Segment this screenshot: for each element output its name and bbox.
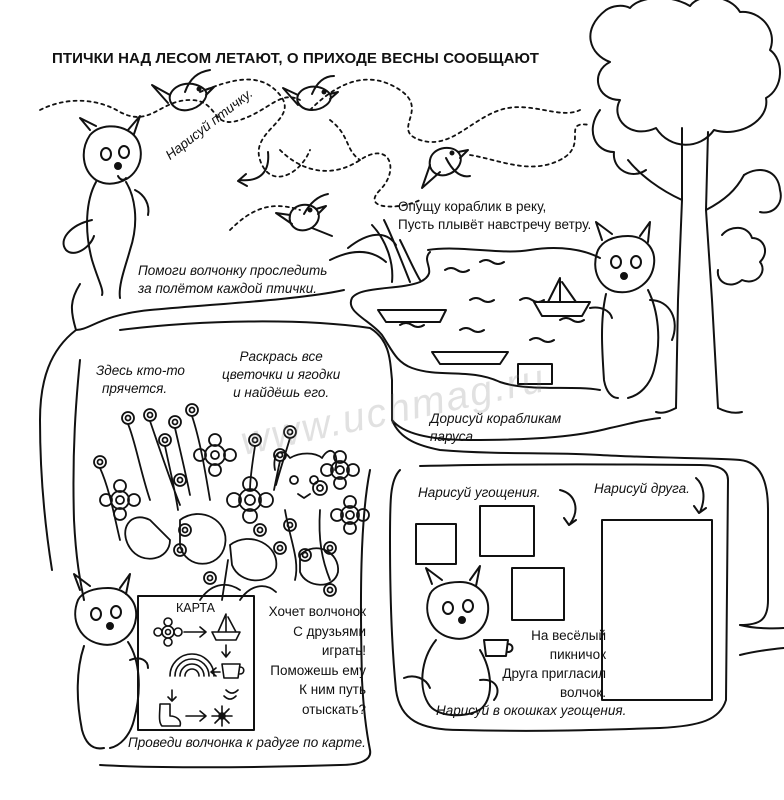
- snowflake-icon: [211, 705, 233, 727]
- boat-1-hull: [377, 309, 447, 323]
- page-title: ПТИЧКИ НАД ЛЕСОМ ЛЕТАЮТ, О ПРИХОДЕ ВЕСНЫ…: [52, 50, 539, 67]
- draw-friend-text: Нарисуй друга.: [594, 481, 690, 496]
- flower-patch: [93, 403, 370, 601]
- boat-icon: [211, 613, 241, 641]
- draw-sails-text: Дорисуй корабликам паруса.: [430, 411, 562, 444]
- cup-icon: [483, 639, 514, 657]
- draw-windows-text: Нарисуй в окошках угощения.: [436, 703, 627, 718]
- boat-2-hull: [431, 351, 509, 365]
- curved-arrow-icon: [693, 477, 707, 514]
- draw-windows: [415, 477, 713, 701]
- bird-4-icon: [275, 193, 333, 237]
- sock-icon: [158, 703, 182, 727]
- map-arrow-icon: [221, 644, 231, 658]
- map-box: [137, 595, 255, 731]
- tree-icon: [589, 0, 782, 414]
- treat-window-2: [479, 505, 535, 557]
- bird-2-icon: [282, 75, 339, 111]
- treat-window-1: [415, 523, 457, 565]
- bird-1-icon: [151, 69, 215, 112]
- flower-icon: [193, 433, 237, 477]
- river-icon: [349, 247, 601, 391]
- wolf-top-left-icon: [62, 115, 150, 299]
- help-wolf-text: Помоги волчонку проследить за полётом ка…: [138, 263, 328, 296]
- flower-icon: [330, 495, 370, 535]
- flower-icon: [153, 617, 183, 647]
- curved-arrow-icon: [559, 489, 577, 526]
- bird-3-icon: [421, 146, 471, 189]
- curved-arrow-icon: [237, 151, 270, 187]
- wolf-wants-poem: Хочет волчонок С друзьями играть! Поможе…: [268, 604, 366, 717]
- map-arrow-icon: [210, 667, 221, 677]
- treat-window-3: [511, 567, 565, 621]
- hidden-wolf-icon: [273, 450, 338, 581]
- flower-icon: [312, 480, 328, 496]
- boat-3-box: [517, 363, 553, 385]
- map-title: КАРТА: [176, 601, 215, 615]
- flower-icon: [320, 450, 360, 490]
- color-flowers-text: Раскрась все цветочки и ягодки и найдёшь…: [222, 349, 341, 400]
- maze-path: [39, 283, 784, 769]
- flower-icon: [99, 479, 141, 521]
- boat-hulls: [377, 277, 591, 385]
- reeds-icon: [329, 219, 421, 283]
- boat-with-sail: [533, 277, 591, 317]
- wolf-bottom-left-icon: [73, 573, 149, 750]
- map-arrow-icon: [183, 626, 207, 638]
- map-arrow-icon: [167, 689, 177, 702]
- map-route-text: Проведи волчонка к радуге по карте.: [128, 735, 366, 750]
- cup-icon: [221, 663, 245, 679]
- picnic-poem: На весёлый пикничок Друга пригласил волч…: [502, 628, 606, 700]
- map-arrow-icon: [185, 710, 207, 722]
- draw-treats-text: Нарисуй угощения.: [418, 485, 541, 500]
- rainbow-icon: [169, 653, 215, 677]
- wolf-river-icon: [589, 221, 676, 399]
- wolf-picnic-icon: [403, 565, 514, 717]
- dotted-flight-paths: [39, 78, 591, 231]
- someone-hides-text: Здесь кто-то прячется.: [96, 363, 185, 396]
- friend-window: [601, 519, 713, 701]
- boat-poem: Опущу кораблик в реку, Пусть плывёт навс…: [398, 199, 592, 232]
